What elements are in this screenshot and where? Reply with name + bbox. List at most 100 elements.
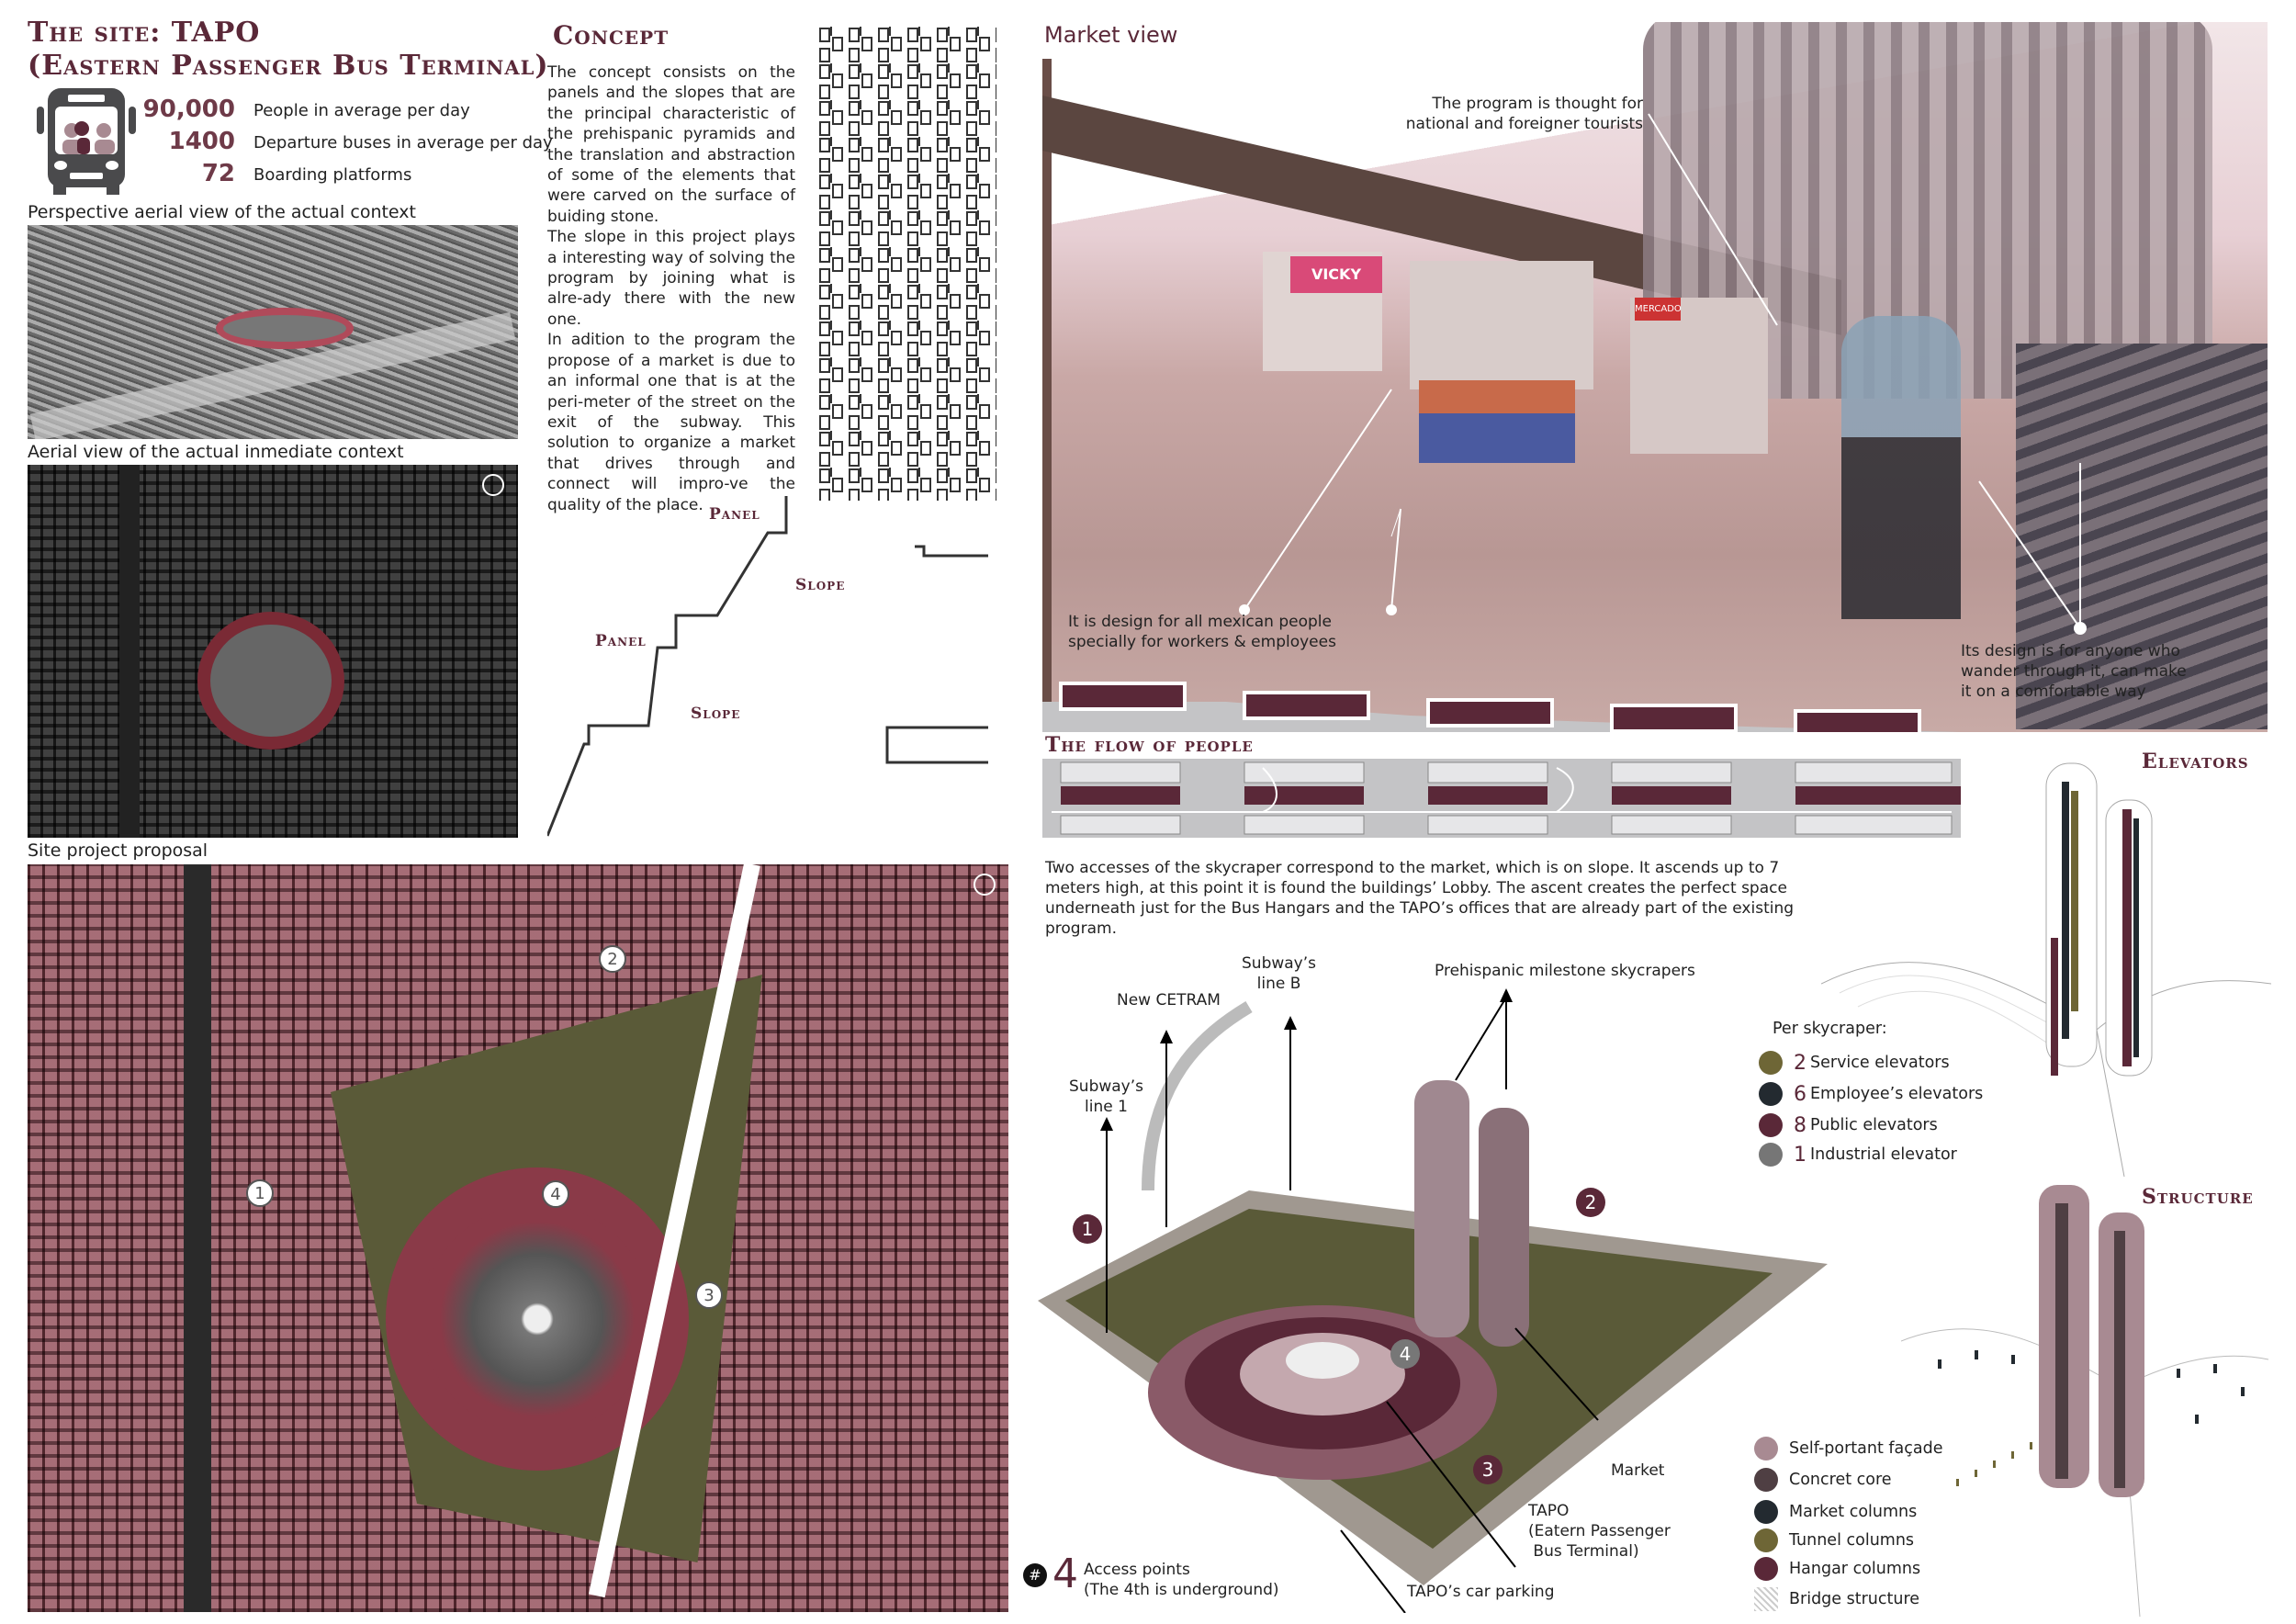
legend-swatch: [1759, 1051, 1783, 1075]
legend-label: Public elevators: [1810, 1116, 1938, 1134]
site-proposal-map: 1 2 3 4: [28, 864, 1008, 1612]
panel-label: Panel: [709, 505, 760, 524]
legend-label: Bridge structure: [1789, 1590, 1920, 1608]
legend-label: Concret core: [1789, 1471, 1892, 1489]
structure-diagram: [1901, 1185, 2268, 1617]
display-counter: [1419, 380, 1575, 463]
slope-label: Slope: [691, 705, 741, 723]
caption-aerial: Aerial view of the actual inmediate cont…: [28, 442, 404, 462]
people-figures: [1841, 316, 1961, 619]
stone-wall: [2016, 344, 2268, 729]
legend-item: Tunnel columns: [1754, 1527, 1914, 1554]
legend-item: Self-portant façade: [1754, 1435, 1942, 1462]
stall-sign: VICKY: [1290, 256, 1382, 293]
per-skycraper-label: Per skycraper:: [1773, 1020, 1887, 1038]
butcher-stall: [1410, 261, 1593, 389]
note-mexican: It is design for all mexican people spec…: [1068, 613, 1336, 651]
map-marker: 1: [246, 1179, 274, 1207]
axo-marker: 2: [1576, 1188, 1605, 1217]
label-parking: TAPO’s car parking: [1407, 1583, 1555, 1601]
legend-swatch: [1759, 1143, 1783, 1167]
axo-marker: 3: [1473, 1455, 1503, 1484]
flow-title: The flow of people: [1045, 733, 1254, 757]
perspective-aerial-photo: [28, 225, 518, 439]
label-cetram: New CETRAM: [1117, 991, 1221, 1009]
label-skycrapers: Prehispanic milestone skycrapers: [1435, 962, 1695, 980]
legend-swatch: [1754, 1437, 1778, 1460]
north-icon: [974, 874, 996, 896]
stat-label: Departure buses in average per day: [253, 133, 553, 152]
axonometric-model: [1038, 988, 1828, 1613]
access-count: 4: [1052, 1551, 1078, 1597]
slope-section: [1042, 682, 1961, 732]
caption-proposal: Site project proposal: [28, 840, 208, 861]
map-marker: 4: [542, 1180, 569, 1208]
stat-label: People in average per day: [253, 101, 470, 120]
terminal-ring: [216, 308, 354, 349]
legend-label: Hangar columns: [1789, 1560, 1921, 1578]
avenue: [184, 864, 211, 1612]
legend-swatch: [1754, 1557, 1778, 1581]
concept-text: The concept consists on the panels and t…: [547, 63, 795, 514]
label-tapo: TAPO (Eatern Passenger Bus Terminal): [1528, 1502, 1671, 1561]
stat-value: 72: [201, 160, 235, 187]
market-render: VICKY MERCADO Market view The program is…: [1042, 22, 2268, 732]
stall-sign: MERCADO: [1635, 298, 1682, 321]
caption-perspective: Perspective aerial view of the actual co…: [28, 202, 416, 222]
access-line2: (The 4th is underground): [1084, 1581, 1279, 1599]
canopy-post: [1042, 59, 1052, 720]
legend-swatch: [1754, 1528, 1778, 1552]
label-market: Market: [1611, 1461, 1665, 1480]
terminal-rings: [386, 1167, 689, 1471]
north-icon: [482, 474, 504, 496]
panel-slope-diagram: [547, 496, 988, 837]
legend-label: Tunnel columns: [1789, 1531, 1915, 1550]
legend-label: Self-portant façade: [1789, 1439, 1943, 1458]
structure-title: Structure: [2142, 1185, 2254, 1209]
panel-label: Panel: [595, 632, 647, 650]
bus-icon: [37, 88, 136, 195]
legend-label: Market columns: [1789, 1503, 1918, 1521]
note-tourists: The program is thought for national and …: [1405, 95, 1643, 133]
legend-item: Concret core: [1754, 1466, 1892, 1494]
pattern-panel: [816, 27, 996, 501]
road: [119, 465, 140, 838]
stat-value: 90,000: [142, 96, 235, 123]
terminal-ring: [197, 612, 344, 750]
hash-icon: #: [1023, 1563, 1047, 1587]
site-title-line2: (Eastern Passenger Bus Terminal): [28, 50, 549, 82]
legend-label: Employee’s elevators: [1810, 1085, 1984, 1103]
flow-paragraph: Two accesses of the skycraper correspond…: [1045, 859, 1795, 938]
elevators-diagram: [1821, 762, 2271, 1177]
slope-label: Slope: [795, 576, 846, 594]
site-title-line1: The site: TAPO: [28, 17, 261, 49]
legend-swatch: [1754, 1500, 1778, 1524]
access-line1: Access points: [1084, 1561, 1190, 1579]
flow-diagram: [1042, 759, 1961, 838]
market-stall: [1630, 298, 1768, 454]
annotation-lines: [1239, 113, 2087, 635]
legend-swatch: [1754, 1468, 1778, 1492]
legend-count: 8: [1794, 1113, 1806, 1137]
legend-count: 2: [1794, 1051, 1806, 1075]
legend-label: Industrial elevator: [1810, 1145, 1957, 1164]
label-line-b: Subway’s line B: [1242, 954, 1316, 993]
map-marker: 2: [599, 945, 626, 973]
legend-item: Bridge structure: [1754, 1585, 1919, 1613]
legend-item: Market columns: [1754, 1498, 1917, 1526]
legend-swatch: [1759, 1113, 1783, 1137]
note-anyone: Its design is for anyone who wander thro…: [1961, 642, 2187, 701]
site-title: The site: TAPO (Eastern Passenger Bus Te…: [28, 17, 549, 83]
axo-marker: 4: [1390, 1339, 1420, 1369]
elevators-title: Elevators: [2142, 750, 2249, 773]
label-line-1: Subway’s line 1: [1069, 1077, 1143, 1116]
bridge-structure-icon: [1754, 1587, 1778, 1611]
stat-value: 1400: [168, 128, 235, 155]
axo-marker: 1: [1073, 1214, 1102, 1244]
concept-title: Concept: [553, 20, 670, 51]
stat-label: Boarding platforms: [253, 165, 412, 185]
